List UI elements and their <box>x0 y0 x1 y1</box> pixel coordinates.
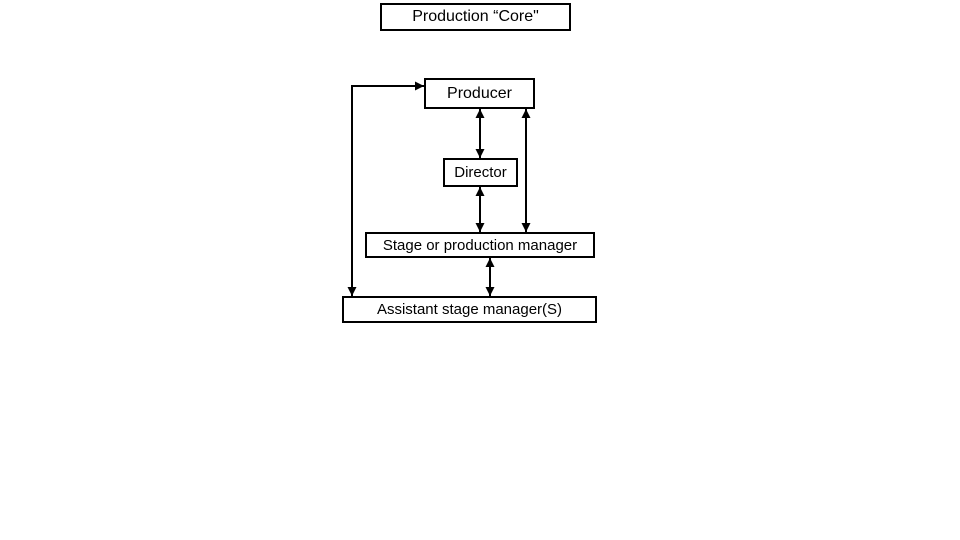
title-label: Production “Core" <box>412 8 539 25</box>
director-label: Director <box>454 164 507 181</box>
producer-label: Producer <box>447 84 512 102</box>
title-box: Production “Core" <box>380 3 571 31</box>
node-director: Director <box>443 158 518 187</box>
node-assistant-stage-manager: Assistant stage manager(S) <box>342 296 597 323</box>
assistant-stage-manager-label: Assistant stage manager(S) <box>376 301 563 318</box>
stage-manager-label: Stage or production manager <box>382 236 578 254</box>
node-stage-manager: Stage or production manager <box>365 232 595 258</box>
node-producer: Producer <box>424 78 535 109</box>
connector-producer-assistant-elbow <box>347 81 424 296</box>
